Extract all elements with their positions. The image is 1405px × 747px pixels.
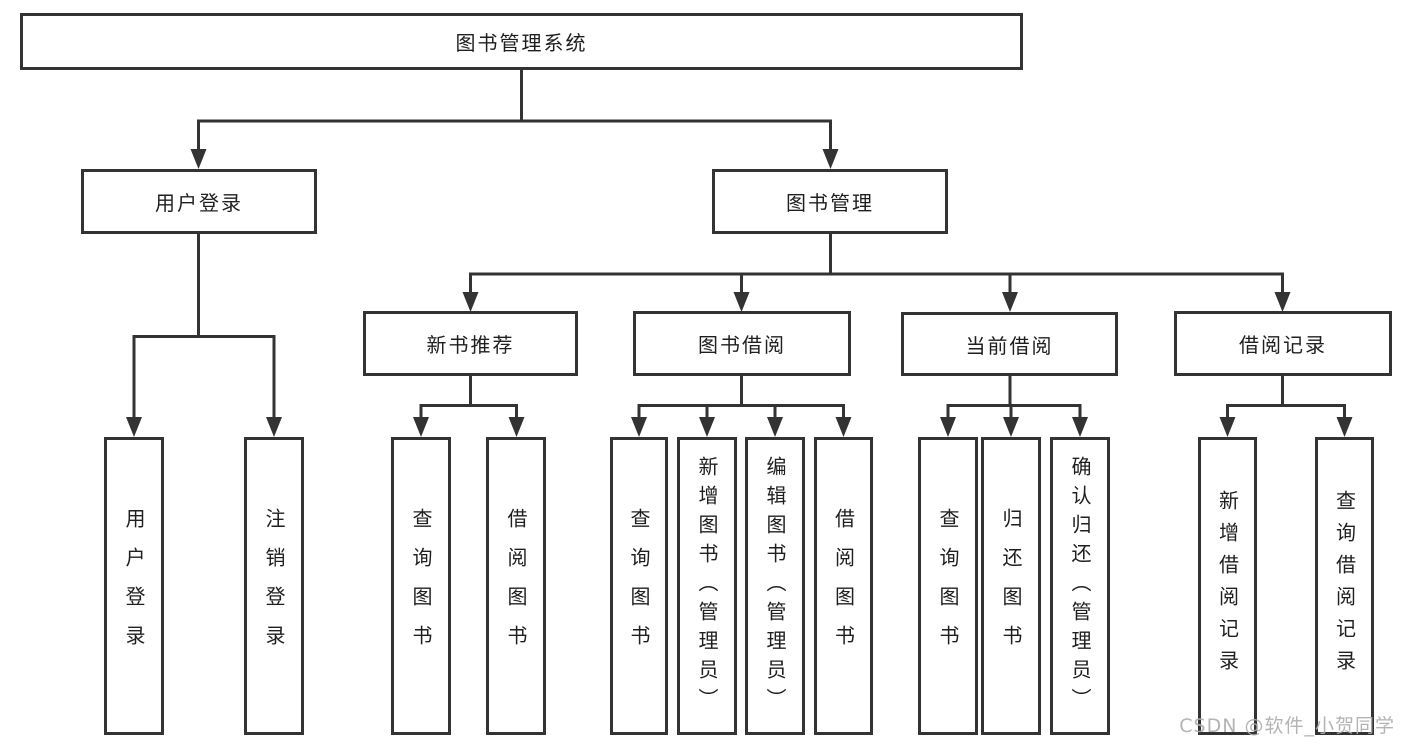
node-label: 确认归还（管理员）	[1068, 455, 1092, 717]
node-new-book-recommend: 新书推荐	[363, 311, 578, 376]
node-leaf-edit-book-admin: 编辑图书（管理员）	[745, 437, 805, 735]
node-user-login: 用户登录	[81, 169, 317, 234]
node-label: 图书管理系统	[455, 31, 588, 55]
node-leaf-user-login: 用户登录	[104, 437, 164, 735]
node-label: 归还图书	[999, 508, 1023, 664]
node-book-borrow: 图书借阅	[633, 311, 851, 376]
node-label: 当前借阅	[965, 333, 1054, 358]
node-label: 借阅图书	[504, 508, 528, 664]
node-leaf-borrow-book-recommend: 借阅图书	[486, 437, 546, 735]
node-leaf-logout: 注销登录	[244, 437, 304, 735]
node-label: 查询图书	[627, 508, 651, 664]
node-leaf-return-book: 归还图书	[981, 437, 1041, 735]
node-label: 注销登录	[262, 508, 286, 664]
csdn-watermark: CSDN @软件_小贺同学	[1179, 715, 1395, 737]
node-leaf-query-borrow-record: 查询借阅记录	[1315, 437, 1374, 735]
node-leaf-add-borrow-record: 新增借阅记录	[1198, 437, 1257, 735]
node-label: 查询图书	[936, 508, 960, 664]
node-leaf-add-book-admin: 新增图书（管理员）	[677, 437, 737, 735]
node-leaf-query-book-current: 查询图书	[918, 437, 978, 735]
node-library-management-system: 图书管理系统	[20, 13, 1023, 70]
node-leaf-query-book-borrow: 查询图书	[610, 437, 668, 735]
node-label: 用户登录	[122, 508, 146, 664]
node-label: 查询借阅记录	[1332, 490, 1357, 682]
node-label: 编辑图书（管理员）	[763, 455, 787, 717]
node-book-management: 图书管理	[712, 169, 948, 234]
node-label: 新增借阅记录	[1215, 490, 1240, 682]
node-leaf-confirm-return-admin: 确认归还（管理员）	[1050, 437, 1110, 735]
node-current-borrow: 当前借阅	[901, 312, 1118, 376]
node-label: 用户登录	[155, 191, 243, 215]
node-label: 查询图书	[409, 508, 433, 664]
node-label: 新书推荐	[426, 333, 515, 357]
node-label: 借阅记录	[1239, 333, 1327, 357]
node-borrow-records: 借阅记录	[1174, 311, 1392, 376]
node-leaf-borrow-book: 借阅图书	[814, 437, 873, 735]
node-label: 图书管理	[786, 191, 874, 215]
node-label: 新增图书（管理员）	[695, 455, 719, 717]
node-label: 图书借阅	[698, 333, 786, 357]
node-label: 借阅图书	[831, 508, 856, 664]
node-leaf-query-book-recommend: 查询图书	[391, 437, 451, 735]
